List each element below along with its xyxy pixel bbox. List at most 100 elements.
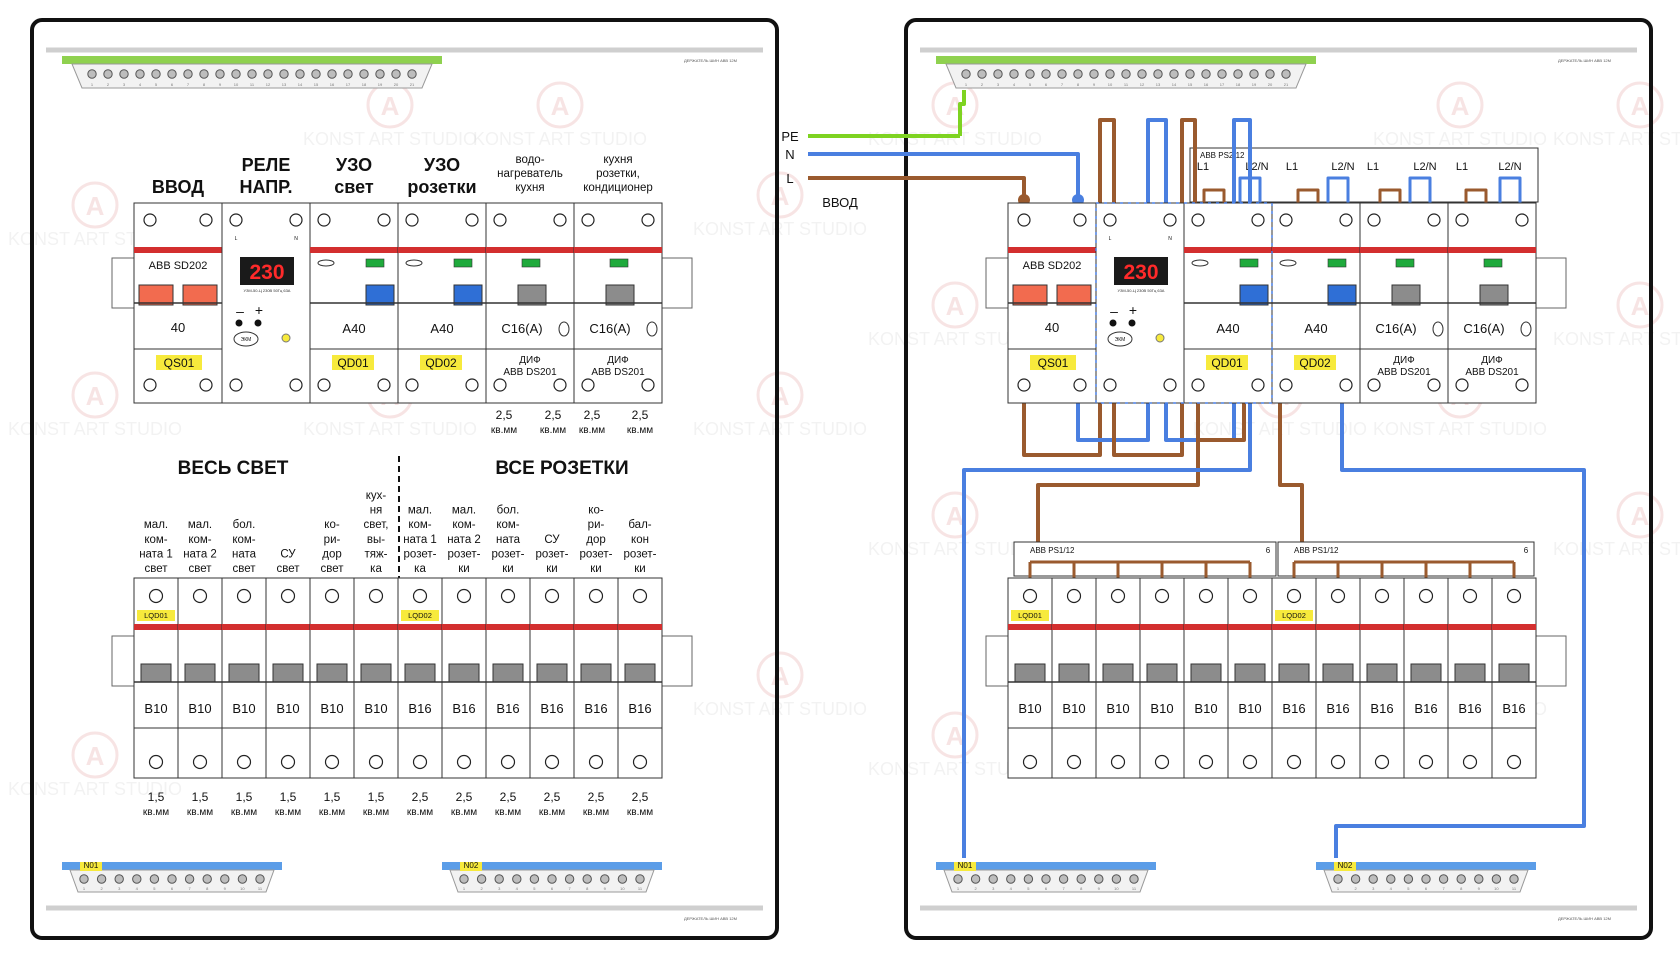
relay-led bbox=[281, 333, 291, 343]
cable-size-unit: кв.мм bbox=[579, 425, 605, 436]
rcd-test-button bbox=[1191, 259, 1209, 267]
busbar-number: 6 bbox=[551, 886, 554, 891]
busbar-number: 14 bbox=[1172, 82, 1177, 87]
busbar-screw bbox=[1233, 69, 1243, 79]
main-switch-label-text: QS01 bbox=[1038, 356, 1069, 370]
watermark-text: KONST ART STUDIO bbox=[1373, 419, 1547, 439]
watermark-text: KONST ART STUDIO bbox=[1553, 129, 1680, 149]
circuit-header: ком- bbox=[188, 534, 211, 546]
terminal-screw bbox=[1103, 378, 1117, 392]
watermark-text: KONST ART STUDIO bbox=[303, 129, 477, 149]
terminal-screw bbox=[280, 588, 296, 604]
terminal-screw bbox=[1066, 754, 1082, 770]
rcbo-type: ДИФ bbox=[607, 355, 629, 366]
terminal-screw bbox=[1286, 588, 1302, 604]
mcb-stripe bbox=[1360, 624, 1404, 630]
cable-size-unit: кв.мм bbox=[627, 807, 653, 818]
terminal-screw bbox=[236, 588, 252, 604]
busbar-screw bbox=[135, 69, 145, 79]
holder-caption: ДЕРЖАТЕЛЬ ШИН ABB 12M bbox=[1558, 916, 1611, 921]
rcd-stripe bbox=[398, 247, 486, 253]
busbar-number: 9 bbox=[219, 82, 222, 87]
circuit-header: СУ bbox=[280, 548, 296, 560]
column-header: УЗО bbox=[424, 155, 460, 175]
circuit-header: свет bbox=[320, 563, 344, 575]
busbar-number: 15 bbox=[1188, 82, 1193, 87]
circuit-header: ната 1 bbox=[139, 548, 173, 560]
rcd-test-button bbox=[317, 259, 335, 267]
terminal-screw bbox=[1339, 213, 1353, 227]
terminal-screw bbox=[553, 378, 567, 392]
terminal-screw bbox=[1191, 213, 1205, 227]
circuit-header: вы- bbox=[367, 534, 385, 546]
busbar-number: 10 bbox=[234, 82, 239, 87]
mcb-stripe bbox=[1140, 624, 1184, 630]
mcb-group-label bbox=[1275, 610, 1313, 621]
rcbo-stripe bbox=[1360, 247, 1448, 253]
n-input-wire bbox=[808, 152, 1080, 200]
busbar-number: 2 bbox=[1354, 886, 1357, 891]
circuit-header: ко- bbox=[324, 519, 340, 531]
column-header: УЗО bbox=[336, 155, 372, 175]
terminal-screw bbox=[280, 754, 296, 770]
busbar-tooth bbox=[1326, 176, 1350, 203]
busbar-number: 8 bbox=[206, 886, 209, 891]
busbar-number: 1 bbox=[463, 886, 466, 891]
busbar-screw bbox=[1217, 69, 1227, 79]
busbar-screw bbox=[1041, 874, 1051, 884]
cable-size-unit: кв.мм bbox=[143, 807, 169, 818]
terminal-screw bbox=[229, 378, 243, 392]
cable-size-unit: кв.мм bbox=[539, 807, 565, 818]
busbar-number: 2 bbox=[100, 886, 103, 891]
busbar-number: 17 bbox=[346, 82, 351, 87]
busbar-number: 1 bbox=[965, 82, 968, 87]
circuit-header: ки bbox=[546, 563, 557, 575]
terminal-screw bbox=[500, 754, 516, 770]
terminal-screw bbox=[1110, 754, 1126, 770]
busbar-screw bbox=[564, 874, 575, 884]
busbar-screw bbox=[1386, 874, 1396, 884]
n-busbar-top bbox=[1316, 862, 1536, 870]
mcb-lever bbox=[1102, 663, 1134, 683]
terminal-screw bbox=[1163, 213, 1177, 227]
circuit-header: кух- bbox=[366, 490, 387, 502]
terminal-screw bbox=[1374, 754, 1390, 770]
mcb-rating: B16 bbox=[1458, 701, 1481, 716]
terminal-screw bbox=[632, 754, 648, 770]
busbar-number: 4 bbox=[1013, 82, 1016, 87]
circuit-header: мал. bbox=[144, 519, 168, 531]
mcb-stripe bbox=[1228, 624, 1272, 630]
watermark-text: KONST ART STUDIO bbox=[693, 699, 867, 719]
busbar-screw bbox=[114, 874, 124, 884]
circuit-header: мал. bbox=[452, 505, 476, 517]
busbar-screw bbox=[237, 874, 248, 884]
switch-to-relay-wire bbox=[1022, 403, 1102, 457]
rcbo-indicator bbox=[609, 258, 629, 268]
busbar-screw bbox=[1041, 69, 1051, 79]
mcb-lever bbox=[1146, 663, 1178, 683]
mcb-lever bbox=[184, 663, 216, 683]
cable-size-unit: кв.мм bbox=[491, 425, 517, 436]
busbar-number: 8 bbox=[203, 82, 206, 87]
relay-body bbox=[221, 202, 311, 404]
circuit-header: свет bbox=[144, 563, 168, 575]
pe-busbar-top bbox=[62, 56, 442, 64]
busbar-screw bbox=[295, 69, 305, 79]
busbar-screw bbox=[494, 874, 504, 884]
busbar-number: 9 bbox=[224, 886, 227, 891]
busbar-screw bbox=[1023, 874, 1034, 884]
busbar-number: 10 bbox=[1108, 82, 1113, 87]
busbar-number: 12 bbox=[1140, 82, 1145, 87]
mcb-lever bbox=[140, 663, 172, 683]
busbar-phase-label: L1 bbox=[1197, 161, 1209, 173]
watermark-ring bbox=[71, 181, 119, 229]
busbar-screw bbox=[220, 874, 230, 884]
busbar-screw bbox=[79, 874, 89, 884]
cable-size-value: 2,5 bbox=[544, 790, 561, 804]
